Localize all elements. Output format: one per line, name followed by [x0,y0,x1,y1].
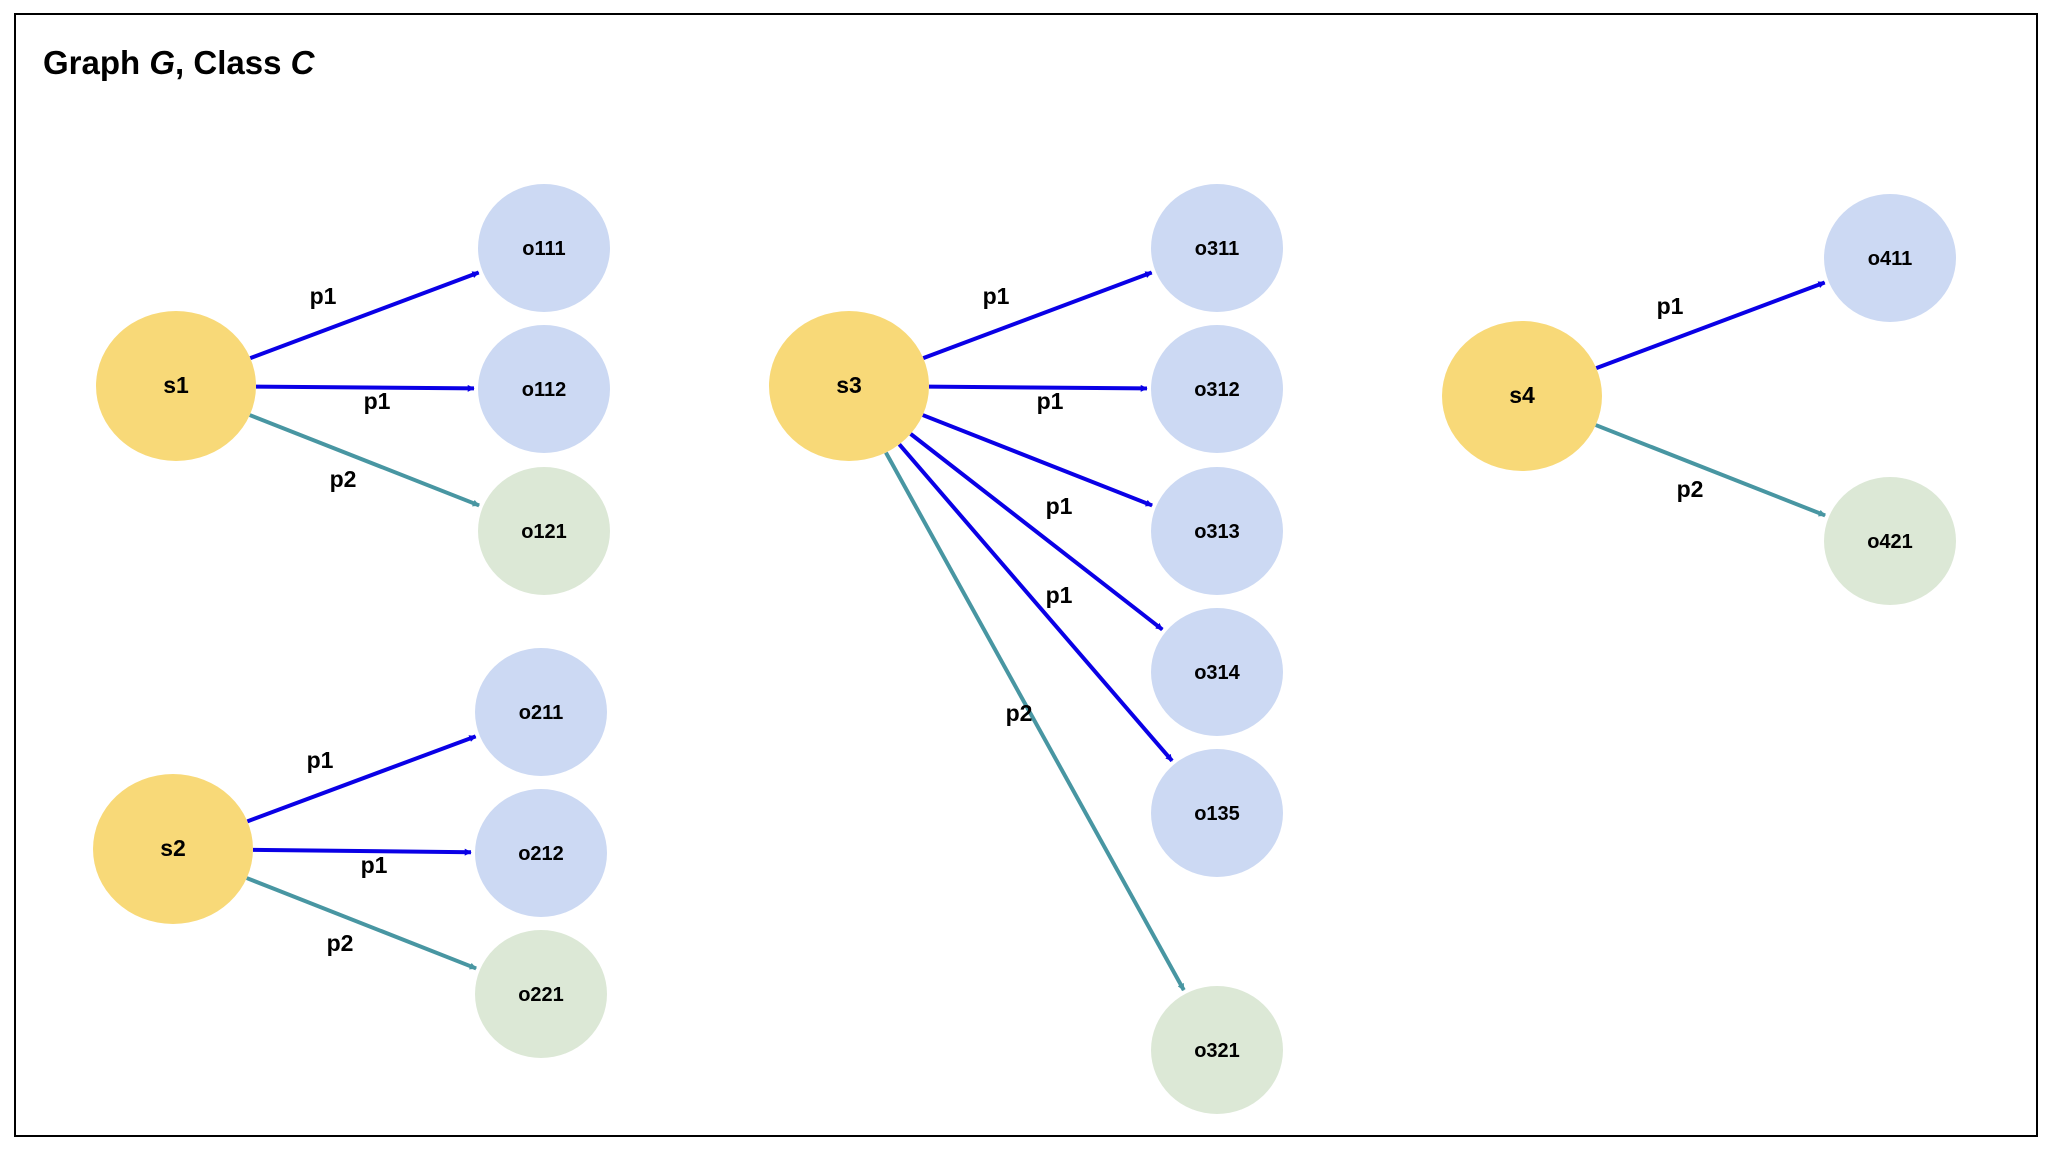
node-o221: o221 [475,930,607,1058]
edge-label-s4-o411: p1 [1657,293,1684,319]
edge-s3-o135 [897,443,1174,763]
edge-label-s4-o421: p2 [1677,476,1704,502]
node-label-o135: o135 [1194,803,1240,825]
edge-s3-o313 [922,413,1153,508]
node-o111: o111 [478,184,610,312]
node-label-s1: s1 [163,372,189,398]
node-shape-o312 [1151,325,1283,453]
title-separator: , Class [175,44,291,81]
node-shape-o321 [1151,986,1283,1114]
edge-s3-o312 [928,384,1148,392]
node-shape-o311 [1151,184,1283,312]
edge-label-s2-o211: p1 [307,747,334,773]
node-shape-o314 [1151,608,1283,736]
node-o112: o112 [478,325,610,453]
node-s3: s3 [769,311,929,461]
node-label-s3: s3 [836,372,862,398]
edge-s3-o314 [909,432,1164,632]
edge-s1-o121 [249,413,480,508]
node-s4: s4 [1442,321,1602,471]
node-shape-o411 [1824,194,1956,322]
title-graph-symbol: G [149,44,175,81]
node-label-o321: o321 [1194,1040,1240,1062]
edge-label-s3-o314: p1 [1046,582,1073,608]
edge-label-s1-o121: p2 [330,466,357,492]
edge-s2-o221 [246,876,477,971]
node-shape-o111 [478,184,610,312]
node-shape-s1 [96,311,256,461]
node-s2: s2 [93,774,253,924]
node-o313: o313 [1151,467,1283,595]
edge-label-s3-o313: p1 [1046,493,1073,519]
node-label-o211: o211 [519,702,563,724]
node-o314: o314 [1151,608,1283,736]
edge-s4-o421 [1595,423,1826,518]
node-o212: o212 [475,789,607,917]
node-label-o411: o411 [1868,248,1912,270]
node-label-s4: s4 [1509,382,1535,408]
node-s1: s1 [96,311,256,461]
node-shape-o112 [478,325,610,453]
diagram-title: Graph G, Class C [43,44,316,81]
node-label-s2: s2 [160,835,186,861]
node-shape-s2 [93,774,253,924]
edge-label-s3-o321: p2 [1006,700,1033,726]
node-shape-o221 [475,930,607,1058]
node-label-o111: o111 [522,238,565,260]
node-shape-o135 [1151,749,1283,877]
node-label-o112: o112 [522,379,566,401]
diagram-frame [14,13,2038,1137]
edge-label-s3-o311: p1 [983,283,1010,309]
edge-s2-o211 [246,734,477,824]
node-o135: o135 [1151,749,1283,877]
node-shape-s4 [1442,321,1602,471]
node-o121: o121 [478,467,610,595]
node-label-o121: o121 [521,521,567,543]
node-o411: o411 [1824,194,1956,322]
node-label-o221: o221 [518,984,564,1006]
edge-s2-o212 [252,847,472,856]
node-label-o311: o311 [1195,238,1239,260]
node-shape-o211 [475,648,607,776]
edge-label-s2-o221: p2 [327,930,354,956]
edge-label-s1-o112: p1 [364,388,391,414]
title-class-symbol: C [291,44,316,81]
nodes-layer: s1 s2 s3 s4 o111 o112 o121 o211 o212 o221 o311 o312… [93,184,1956,1114]
node-o421: o421 [1824,477,1956,605]
node-label-o421: o421 [1867,531,1913,553]
node-o311: o311 [1151,184,1283,312]
node-o312: o312 [1151,325,1283,453]
node-label-o212: o212 [518,843,564,865]
node-shape-o121 [478,467,610,595]
node-label-o314: o314 [1194,662,1240,684]
edges-layer [246,270,1826,992]
node-shape-s3 [769,311,929,461]
edge-s1-o112 [255,384,475,392]
node-shape-o313 [1151,467,1283,595]
node-label-o312: o312 [1194,379,1240,401]
node-shape-o212 [475,789,607,917]
edge-label-s1-o111: p1 [310,283,337,309]
title-prefix: Graph [43,44,149,81]
edge-s3-o311 [922,270,1153,361]
node-label-o313: o313 [1194,521,1240,543]
edge-labels-layer: p1 p1 p2 p1 p1 p2 p1 p1 p1 p1 p2 p1 p2 [307,283,1704,956]
node-shape-o421 [1824,477,1956,605]
edge-label-s2-o212: p1 [361,852,388,878]
node-o211: o211 [475,648,607,776]
edge-s4-o411 [1595,280,1826,371]
edge-label-s3-o312: p1 [1037,388,1064,414]
edge-s3-o321 [884,451,1186,992]
edge-s1-o111 [249,270,480,361]
node-o321: o321 [1151,986,1283,1114]
